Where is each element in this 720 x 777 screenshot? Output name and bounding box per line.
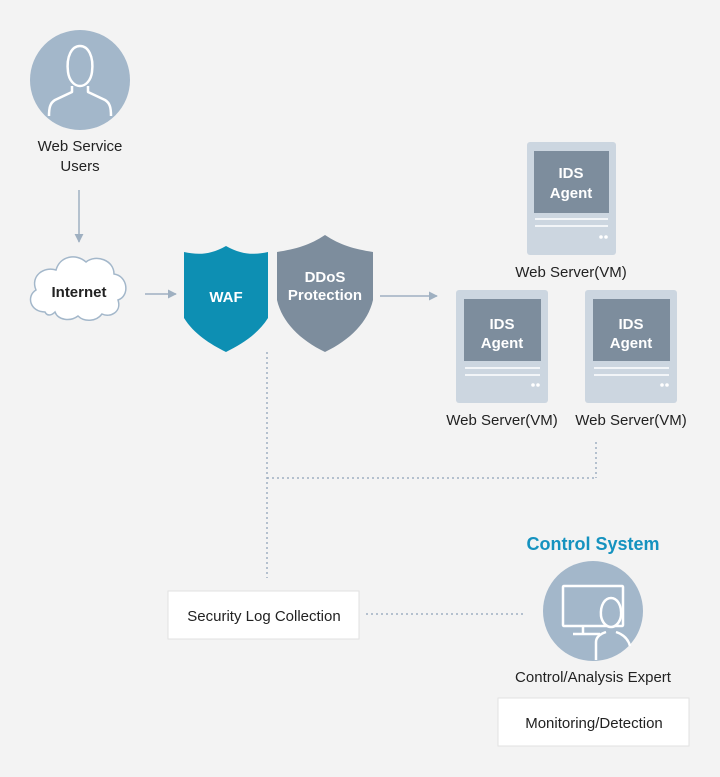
log-collection-label: Security Log Collection (187, 608, 340, 625)
users-label-line2: Users (60, 158, 99, 175)
monitoring-detection: Monitoring/Detection (497, 697, 690, 747)
server-1-agent-line2: Agent (550, 185, 593, 202)
cloud-icon (29, 256, 127, 321)
user-silhouette-outline (47, 44, 113, 117)
server-1-agent-line1: IDS (558, 165, 583, 182)
server-3-agent-line1: IDS (618, 316, 643, 333)
ids-agent-panel (593, 299, 670, 361)
waf-label: WAF (209, 289, 242, 306)
expert-label: Control/Analysis Expert (515, 669, 672, 686)
server-2-agent-line2: Agent (481, 335, 524, 352)
waf-node: WAF (184, 246, 268, 352)
ddos-protection-node: DDoS Protection (277, 235, 373, 352)
log-collection-box (167, 590, 360, 640)
ids-agent-panel (464, 299, 541, 361)
web-service-users: Web Service Users (30, 30, 130, 175)
server-3-label: Web Server(VM) (575, 412, 686, 429)
server-3-agent-line2: Agent (610, 335, 653, 352)
ids-agent-panel (534, 151, 609, 213)
monitor-user-outline (561, 584, 632, 660)
server-1-label: Web Server(VM) (515, 264, 626, 281)
shield-icon (184, 246, 268, 352)
web-server-1: IDS Agent Web Server(VM) (515, 142, 627, 281)
internet-node: Internet (29, 256, 127, 321)
internet-label: Internet (51, 284, 106, 301)
control-system-title: Control System (526, 534, 659, 554)
control-system: Control System Control/Analysis Expert (515, 534, 672, 686)
server-2-agent-line1: IDS (489, 316, 514, 333)
ddos-label-line1: DDoS (305, 269, 346, 286)
security-log-collection: Security Log Collection (167, 590, 360, 640)
ddos-label-line2: Protection (288, 287, 362, 304)
user-silhouette-icon (30, 30, 130, 130)
server-2-label: Web Server(VM) (446, 412, 557, 429)
log-connectors (266, 352, 597, 615)
monitoring-label: Monitoring/Detection (525, 715, 663, 732)
shield-icon (277, 235, 373, 352)
monitoring-box (497, 697, 690, 747)
web-server-3: IDS Agent Web Server(VM) (575, 290, 687, 429)
monitor-user-icon (543, 561, 643, 661)
web-server-2: IDS Agent Web Server(VM) (446, 290, 558, 429)
users-label-line1: Web Service (38, 138, 123, 155)
